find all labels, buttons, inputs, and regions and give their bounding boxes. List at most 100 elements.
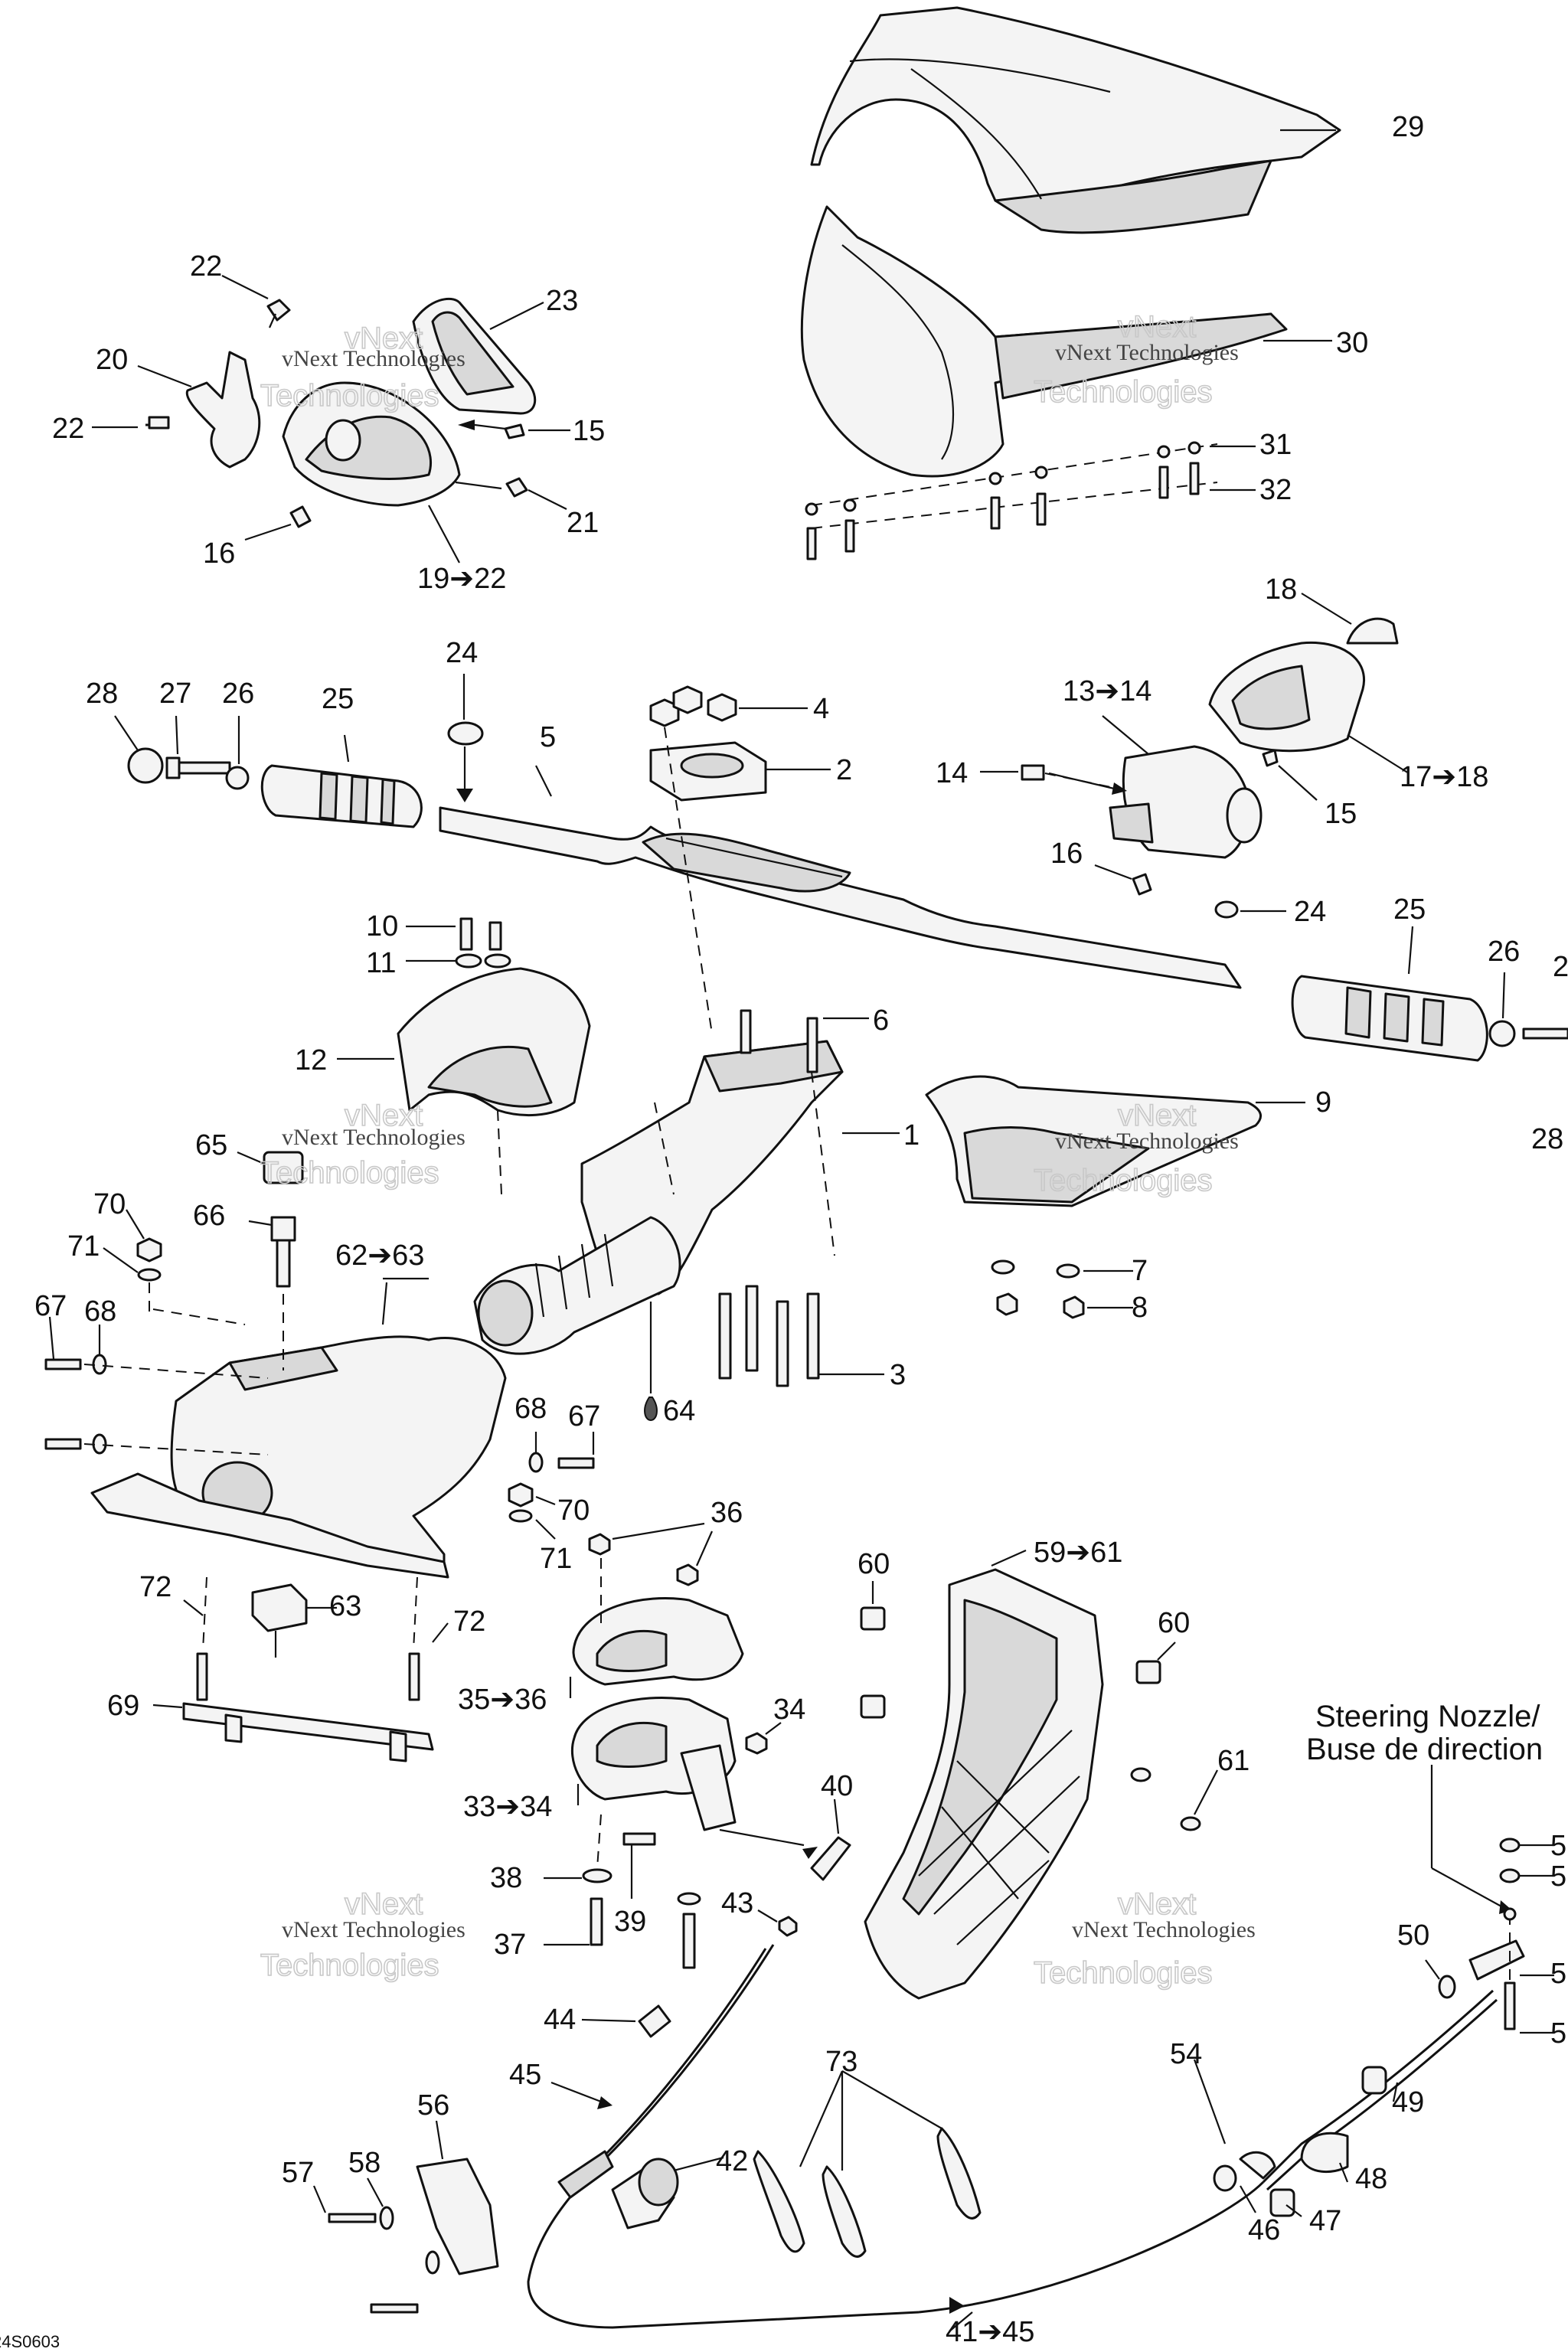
callout-68: 68 xyxy=(514,1393,547,1425)
watermark-vnext: vNext xyxy=(1118,310,1196,344)
part-small-screws-15-16-21-22 xyxy=(92,275,570,541)
callout-25: 25 xyxy=(1393,893,1426,926)
watermark-technologies: Technologies xyxy=(1034,1956,1213,1990)
callout-16: 16 xyxy=(1050,838,1083,870)
callout-73: 73 xyxy=(825,2046,858,2078)
callout-2: 2 xyxy=(836,754,852,786)
part-grease-64 xyxy=(644,1302,658,1422)
callout-15: 15 xyxy=(573,415,605,447)
callout-44: 44 xyxy=(544,2004,576,2036)
callout-72: 72 xyxy=(139,1571,172,1603)
part-handlebar-5 xyxy=(439,765,1242,989)
callout-25: 25 xyxy=(322,683,354,715)
callout-40: 40 xyxy=(821,1770,853,1802)
part-rubber-65-66 xyxy=(237,1151,304,1370)
callout-27: 27 xyxy=(159,678,191,710)
callout-22: 22 xyxy=(190,250,222,283)
part-cable-45 xyxy=(527,1944,920,2329)
part-fitting-42 xyxy=(611,2156,724,2230)
callout-65: 65 xyxy=(195,1129,227,1161)
callout-9: 9 xyxy=(1315,1086,1331,1119)
watermark-technologies: Technologies xyxy=(260,1949,439,1982)
part-nozzle-parts-46-50 xyxy=(1213,1939,1525,2217)
part-cover-9 xyxy=(925,1075,1305,1207)
part-throttle-housing-19 xyxy=(282,381,461,564)
part-lower-cover-30 xyxy=(800,205,1332,478)
callout-26: 26 xyxy=(1488,936,1520,968)
callout-71: 71 xyxy=(540,1543,572,1575)
callout-19-22: 19➔22 xyxy=(417,563,506,595)
callout-30: 30 xyxy=(1336,327,1368,359)
callout-24: 24 xyxy=(1294,896,1326,928)
callout-48: 48 xyxy=(1355,2163,1387,2195)
callout-13-14: 13➔14 xyxy=(1063,675,1152,707)
callout-7: 7 xyxy=(1132,1255,1148,1287)
callout-54: 54 xyxy=(1170,2038,1202,2070)
part-lever-20 xyxy=(137,351,261,469)
callout-29: 29 xyxy=(1392,111,1424,143)
callout-18: 18 xyxy=(1265,573,1297,606)
part-upper-cover-29 xyxy=(810,6,1341,234)
watermark-technologies: Technologies xyxy=(1034,375,1213,409)
callout-20: 20 xyxy=(96,344,128,376)
callout-58: 58 xyxy=(348,2147,381,2179)
part-straps-73 xyxy=(753,2070,982,2258)
part-bolts-37-38-39 xyxy=(544,1814,805,1969)
callout-41-45: 41➔45 xyxy=(946,2316,1034,2348)
callout-50: 50 xyxy=(1397,1919,1429,1952)
callout-63: 63 xyxy=(329,1590,361,1622)
callout-2-clipped: 2 xyxy=(1553,951,1568,983)
callout-5-clipped: 5 xyxy=(1550,2017,1566,2050)
watermark-technologies: Technologies xyxy=(1034,1164,1213,1197)
part-support-frame-59 xyxy=(864,1549,1104,2000)
watermark-technologies: Technologies xyxy=(260,1156,439,1190)
callout-64: 64 xyxy=(663,1395,695,1427)
part-grip-25-right xyxy=(1291,926,1488,1062)
callout-43: 43 xyxy=(721,1887,753,1919)
callout-61: 61 xyxy=(1217,1745,1250,1777)
callout-56: 56 xyxy=(417,2089,449,2122)
callout-4: 4 xyxy=(813,693,829,725)
part-screws-31-32 xyxy=(805,441,1256,560)
callout-47: 47 xyxy=(1309,2205,1341,2237)
part-bracket-56 xyxy=(416,2120,499,2275)
callout-31: 31 xyxy=(1259,429,1292,461)
callout-21: 21 xyxy=(567,507,599,539)
callout-labels: 29 30 31 32 22 23 20 22 15 21 16 19➔22 1… xyxy=(34,111,1568,2348)
callout-8: 8 xyxy=(1132,1292,1148,1324)
callout-arrows xyxy=(458,420,1127,1859)
callout-32: 32 xyxy=(1259,474,1292,506)
callout-16: 16 xyxy=(203,537,235,570)
watermark-vnext: vNext xyxy=(345,1887,423,1921)
part-blocks-60 xyxy=(860,1581,1176,1719)
part-lower-clamp-33 xyxy=(570,1697,737,1831)
callout-23: 23 xyxy=(546,285,578,317)
callout-5-clipped: 5 xyxy=(1550,1860,1566,1893)
callout-14: 14 xyxy=(936,757,968,789)
note-line-1: Steering Nozzle/ xyxy=(1315,1700,1540,1733)
part-bolts-6 xyxy=(740,1009,869,1256)
watermark-vnext: vNext xyxy=(1118,1099,1196,1132)
callout-57: 57 xyxy=(282,2157,314,2189)
part-shroud-12 xyxy=(337,967,591,1116)
part-cable-54 xyxy=(918,1989,1498,2332)
callout-15: 15 xyxy=(1325,798,1357,830)
watermark-vnext: vNext xyxy=(345,1099,423,1132)
part-nuts-61 xyxy=(1130,1767,1218,1831)
part-grip-25-left xyxy=(260,734,423,828)
part-steering-nozzle-link xyxy=(1430,1765,1554,2034)
part-pin-40-nut-43 xyxy=(757,1798,851,1937)
part-upper-clamp-35 xyxy=(569,1597,744,1698)
callout-1: 1 xyxy=(903,1119,920,1152)
callout-36: 36 xyxy=(710,1497,743,1529)
watermark-vnext: vNext xyxy=(345,322,423,355)
callout-67: 67 xyxy=(568,1400,600,1432)
callout-6: 6 xyxy=(873,1004,889,1037)
part-upper-clamp-2 xyxy=(649,741,831,802)
callout-33-34: 33➔34 xyxy=(463,1791,552,1823)
callout-10: 10 xyxy=(366,910,398,942)
part-bolts-3 xyxy=(718,1285,884,1387)
callout-34: 34 xyxy=(773,1694,805,1726)
callout-3: 3 xyxy=(890,1359,906,1391)
